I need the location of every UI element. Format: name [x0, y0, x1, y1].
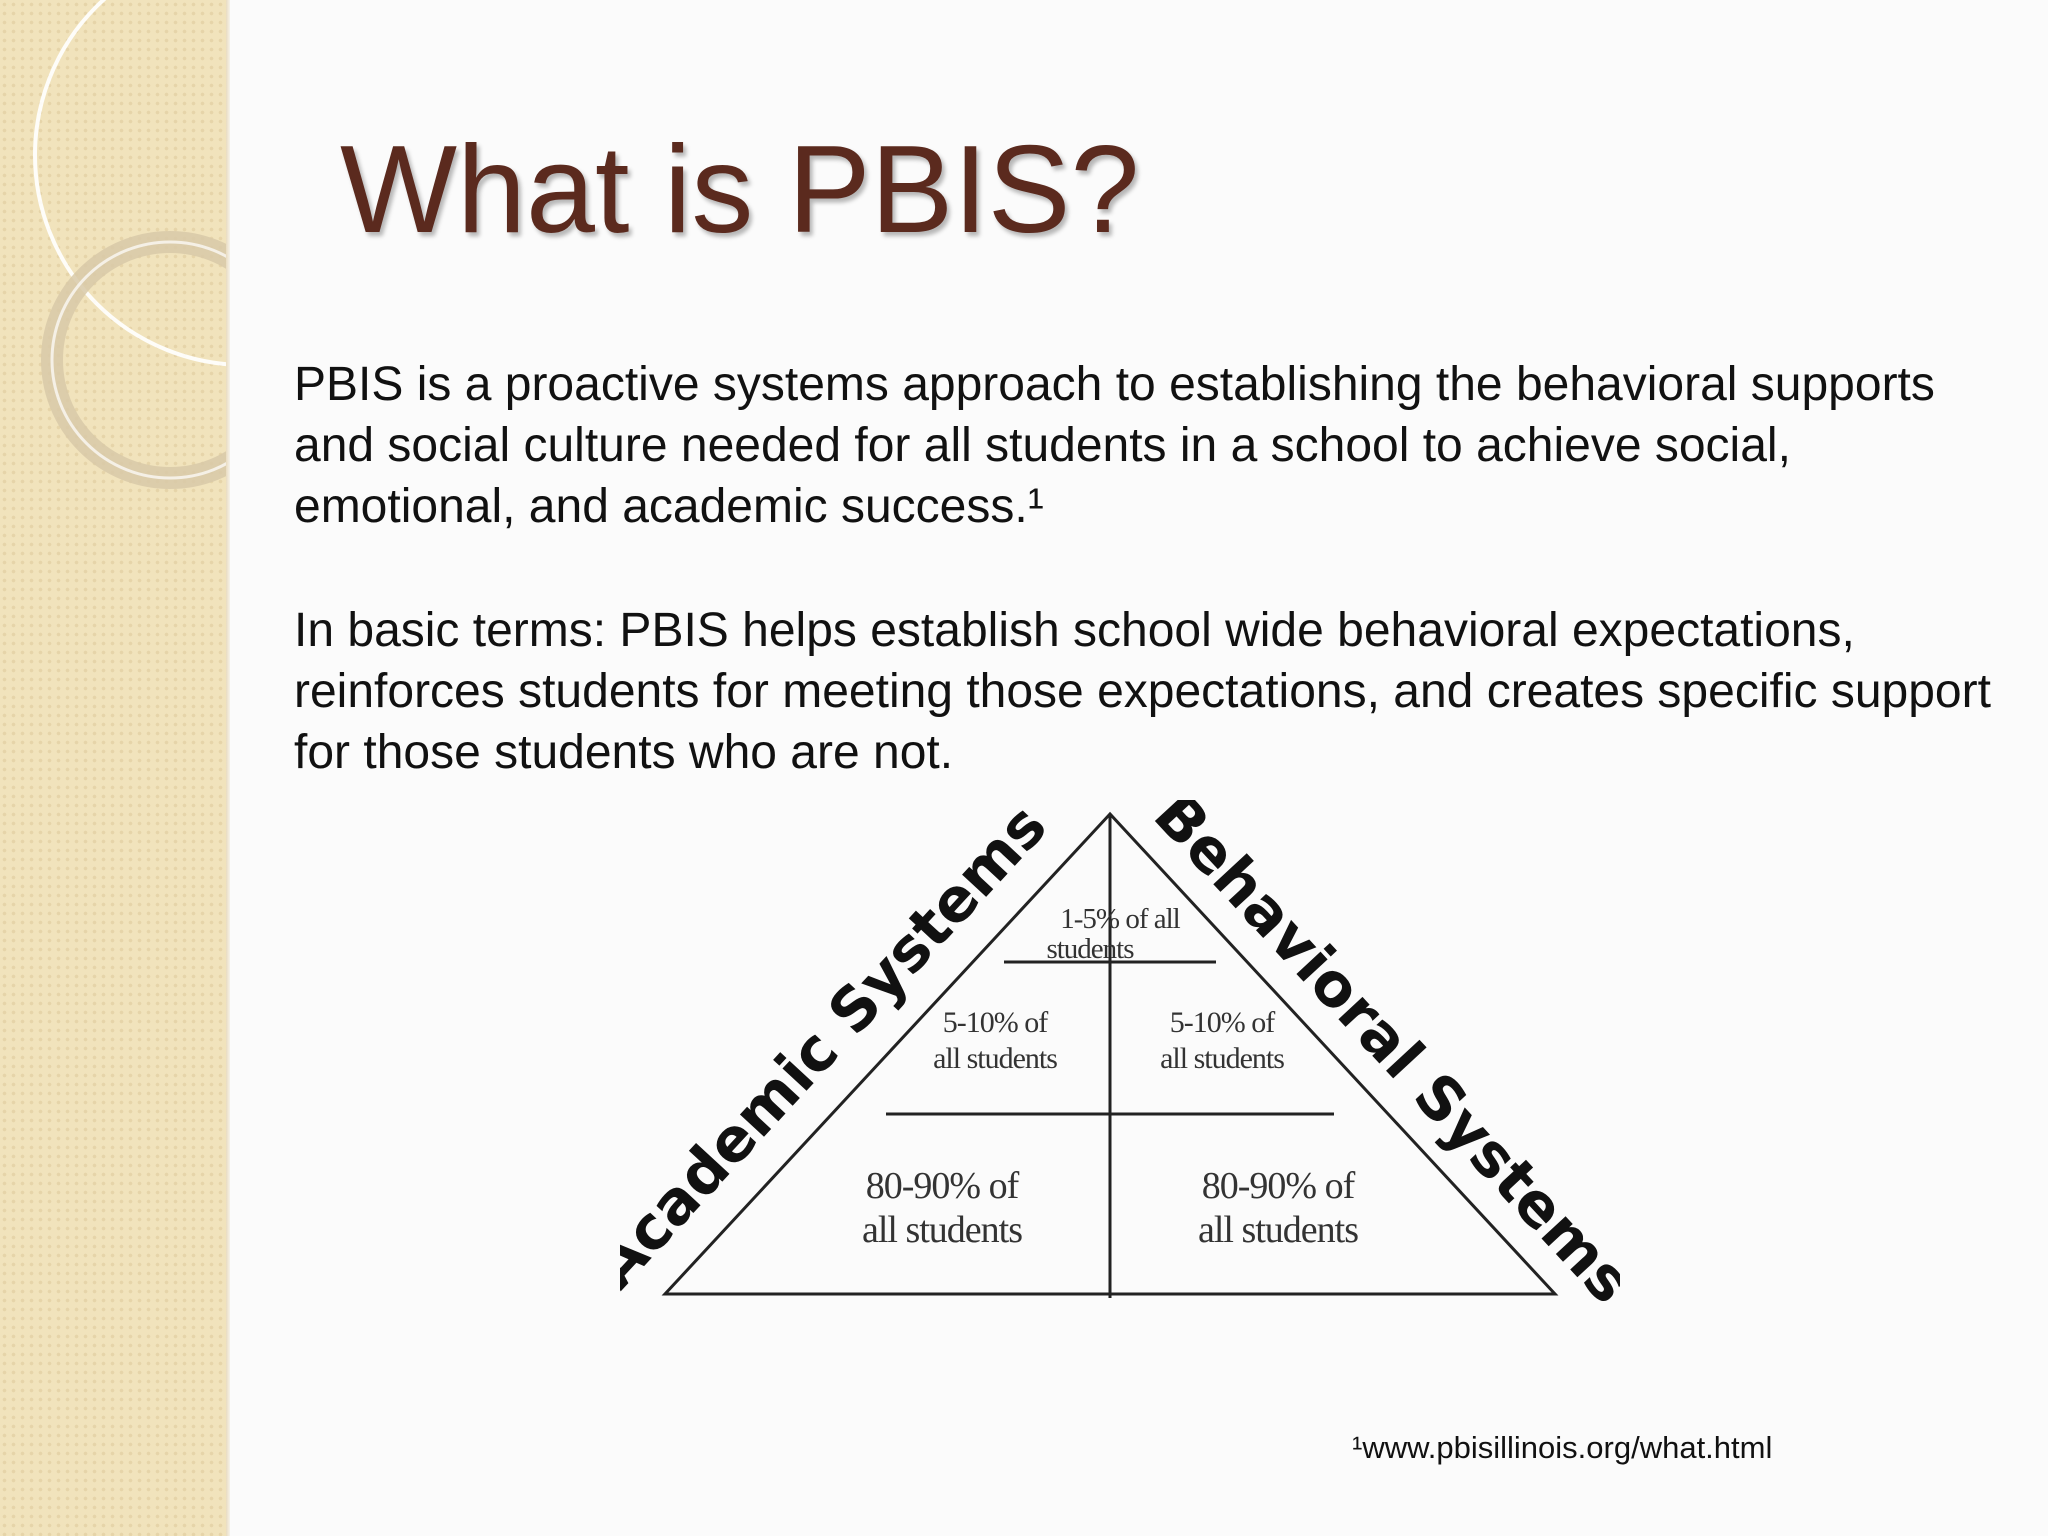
decorative-circles [33, 0, 228, 489]
pbis-pyramid-diagram: 1-5% of all students 5-10% of all studen… [620, 800, 1620, 1317]
tier-bottom-left-line1: 80-90% of [866, 1165, 1020, 1207]
source-footnote: ¹www.pbisillinois.org/what.html [1352, 1430, 1773, 1465]
tier-middle-right-line1: 5-10% of [1170, 1006, 1275, 1039]
tier-middle-left-line2: all students [933, 1042, 1057, 1075]
tier-bottom-left-line2: all students [862, 1209, 1022, 1251]
tier-top-line1: 1-5% of all [1060, 903, 1180, 935]
tier-bottom-right-line1: 80-90% of [1202, 1165, 1356, 1207]
decorative-side-strip [0, 0, 228, 1536]
tier-top-line2: students [1046, 933, 1134, 965]
basic-terms-paragraph: In basic terms: PBIS helps establish sch… [294, 604, 1991, 779]
tier-middle-right-line2: all students [1160, 1042, 1284, 1075]
tier-bottom-right-line2: all students [1198, 1209, 1358, 1251]
side-strip-edge [226, 0, 230, 1536]
tier-middle-left-line1: 5-10% of [943, 1006, 1048, 1039]
slide-title: What is PBIS? [340, 121, 1140, 259]
definition-paragraph: PBIS is a proactive systems approach to … [294, 358, 1935, 533]
